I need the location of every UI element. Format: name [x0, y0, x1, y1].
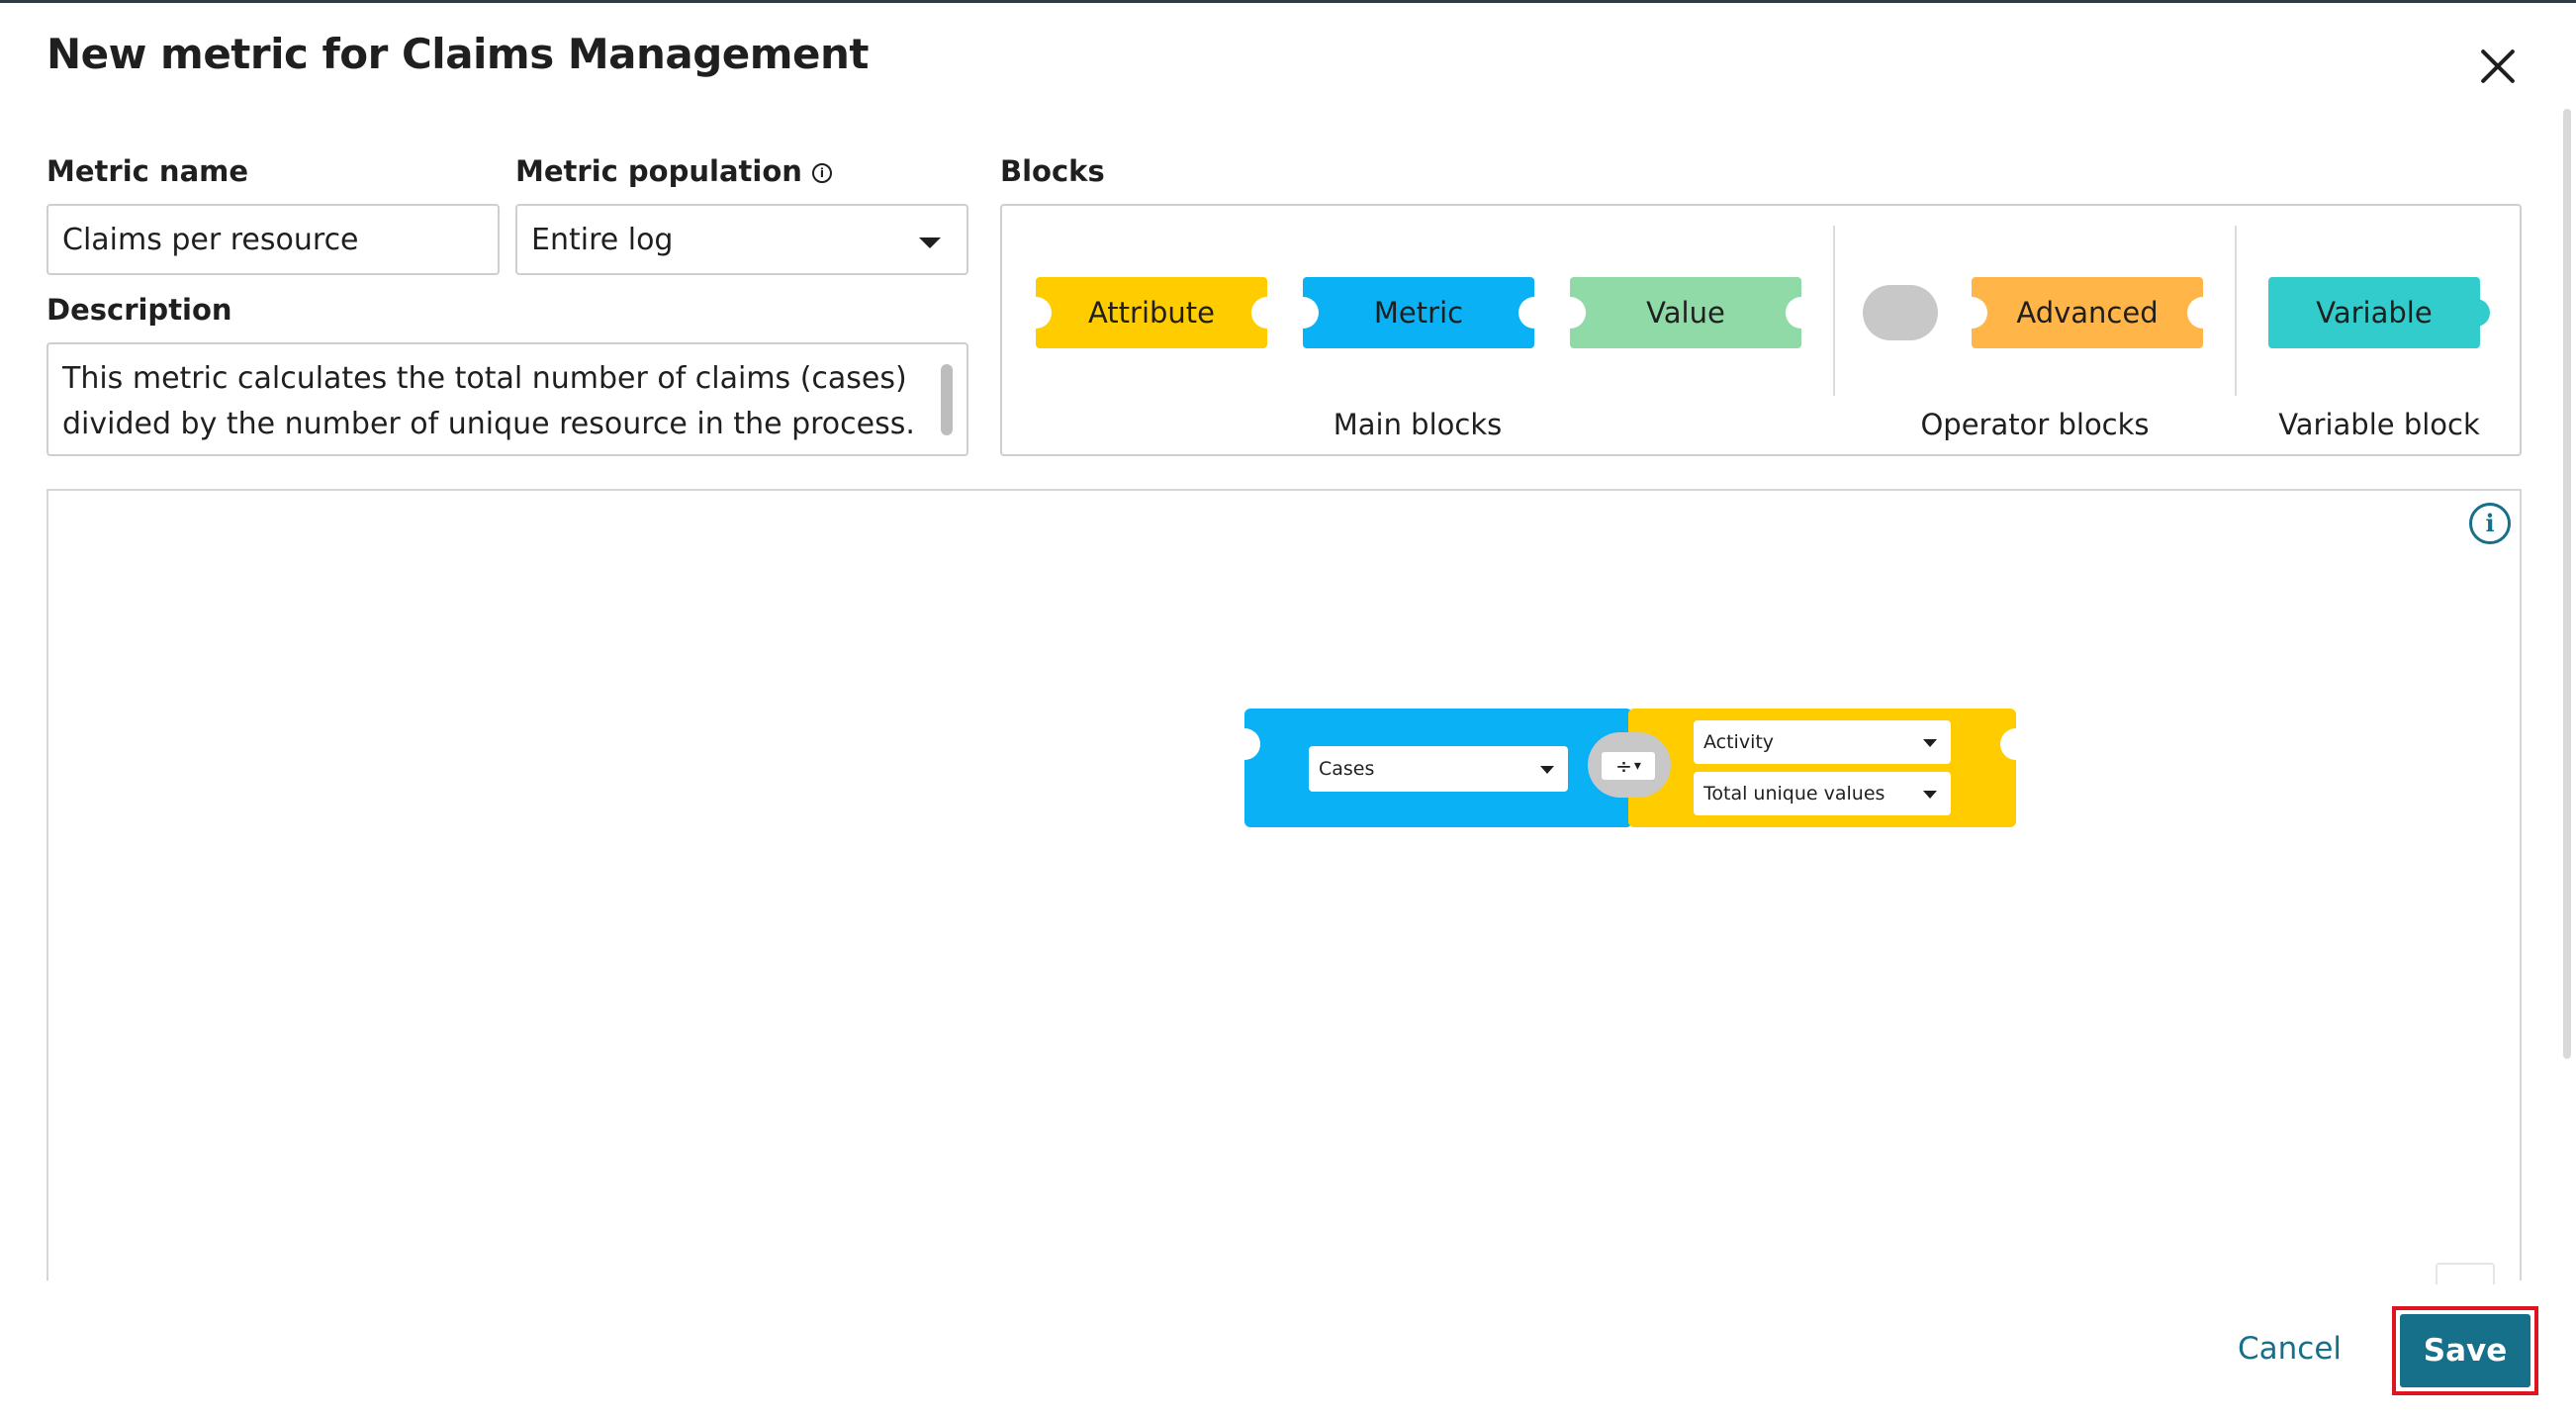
palette-block-advanced[interactable]: Advanced	[1956, 277, 2219, 348]
info-icon[interactable]: i	[2469, 503, 2511, 544]
variable-block-label: Variable block	[2278, 408, 2480, 441]
blocks-label: Blocks	[1000, 154, 1105, 188]
chevron-down-icon	[1540, 766, 1554, 774]
palette-block-metric[interactable]: Metric	[1287, 277, 1550, 348]
operator-select[interactable]: ÷▾	[1602, 752, 1655, 780]
palette-block-attribute[interactable]: Attribute	[1020, 277, 1283, 348]
metric-name-label: Metric name	[46, 154, 249, 188]
close-icon[interactable]	[2475, 44, 2521, 89]
main-blocks-label: Main blocks	[1333, 408, 1503, 441]
palette-block-operator[interactable]	[1863, 285, 1938, 340]
palette-divider	[1833, 226, 1835, 396]
chevron-down-icon	[919, 237, 941, 248]
palette-block-label: Metric	[1373, 296, 1464, 330]
chevron-down-icon: ▾	[1633, 758, 1641, 774]
dialog-title: New metric for Claims Management	[46, 30, 869, 78]
description-textarea[interactable]: This metric calculates the total number …	[46, 342, 968, 456]
palette-block-label: Value	[1646, 296, 1725, 330]
attribute-select[interactable]: Activity	[1694, 720, 1951, 764]
chevron-down-icon	[1923, 791, 1937, 799]
chevron-down-icon	[1923, 739, 1937, 747]
workspace-trash-handle[interactable]	[2436, 1263, 2495, 1284]
save-button[interactable]: Save	[2400, 1314, 2530, 1387]
operator-blocks-label: Operator blocks	[1920, 408, 2150, 441]
aggregation-select-value: Total unique values	[1703, 783, 1886, 805]
description-value: This metric calculates the total number …	[62, 361, 915, 441]
palette-divider	[2235, 226, 2237, 396]
palette-block-label: Attribute	[1087, 296, 1216, 330]
aggregation-select[interactable]: Total unique values	[1694, 772, 1951, 815]
textarea-scrollbar[interactable]	[941, 364, 953, 435]
metric-name-input[interactable]: Claims per resource	[46, 204, 500, 275]
metric-population-label-text: Metric population	[515, 154, 802, 188]
info-icon[interactable]: i	[811, 163, 832, 183]
metric-population-value: Entire log	[531, 222, 674, 257]
cancel-button[interactable]: Cancel	[2238, 1331, 2343, 1367]
metric-select[interactable]: Cases	[1309, 746, 1568, 792]
metric-population-select[interactable]: Entire log	[515, 204, 968, 275]
window-top-border	[0, 0, 2576, 3]
metric-select-value: Cases	[1319, 758, 1375, 780]
palette-block-value[interactable]: Value	[1554, 277, 1817, 348]
palette-block-label: Variable	[2316, 296, 2433, 330]
palette-block-label: Advanced	[2016, 296, 2159, 330]
metric-population-label: Metric population i	[515, 154, 832, 188]
metric-name-value: Claims per resource	[62, 222, 359, 257]
description-label: Description	[46, 293, 232, 327]
divide-icon: ÷	[1615, 754, 1632, 778]
blocks-palette: Attribute Metric Value Advanced Variable…	[1000, 204, 2522, 456]
attribute-select-value: Activity	[1703, 731, 1775, 753]
block-workspace[interactable]	[46, 489, 2522, 1280]
dialog-scrollbar[interactable]	[2563, 109, 2571, 1059]
palette-block-variable[interactable]: Variable	[2268, 277, 2490, 348]
save-button-highlight	[2392, 1306, 2538, 1395]
